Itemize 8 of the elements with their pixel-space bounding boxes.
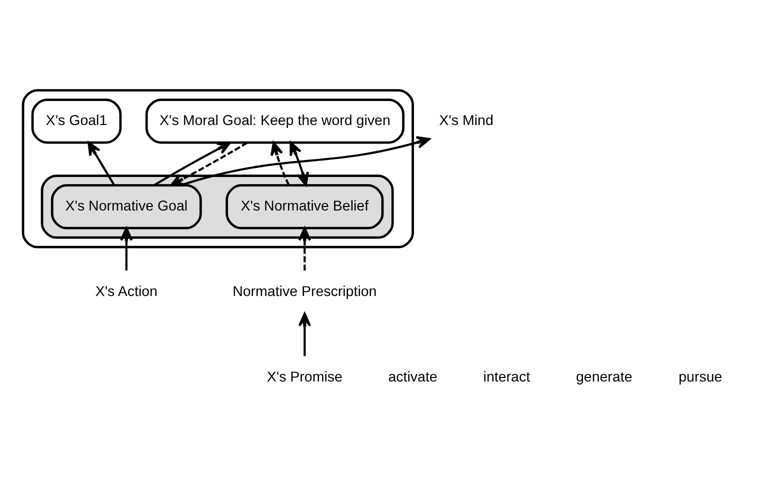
legend-label: generate (576, 369, 632, 386)
node-text: X's Promise (266, 369, 342, 386)
node-text: X's Action (95, 283, 158, 300)
legend-label: interact (483, 369, 530, 386)
legend-label: activate (388, 369, 438, 386)
legend-label: pursue (678, 369, 722, 386)
node-text: X's Mind (439, 112, 494, 128)
node-text: Normative Prescription (232, 283, 377, 300)
